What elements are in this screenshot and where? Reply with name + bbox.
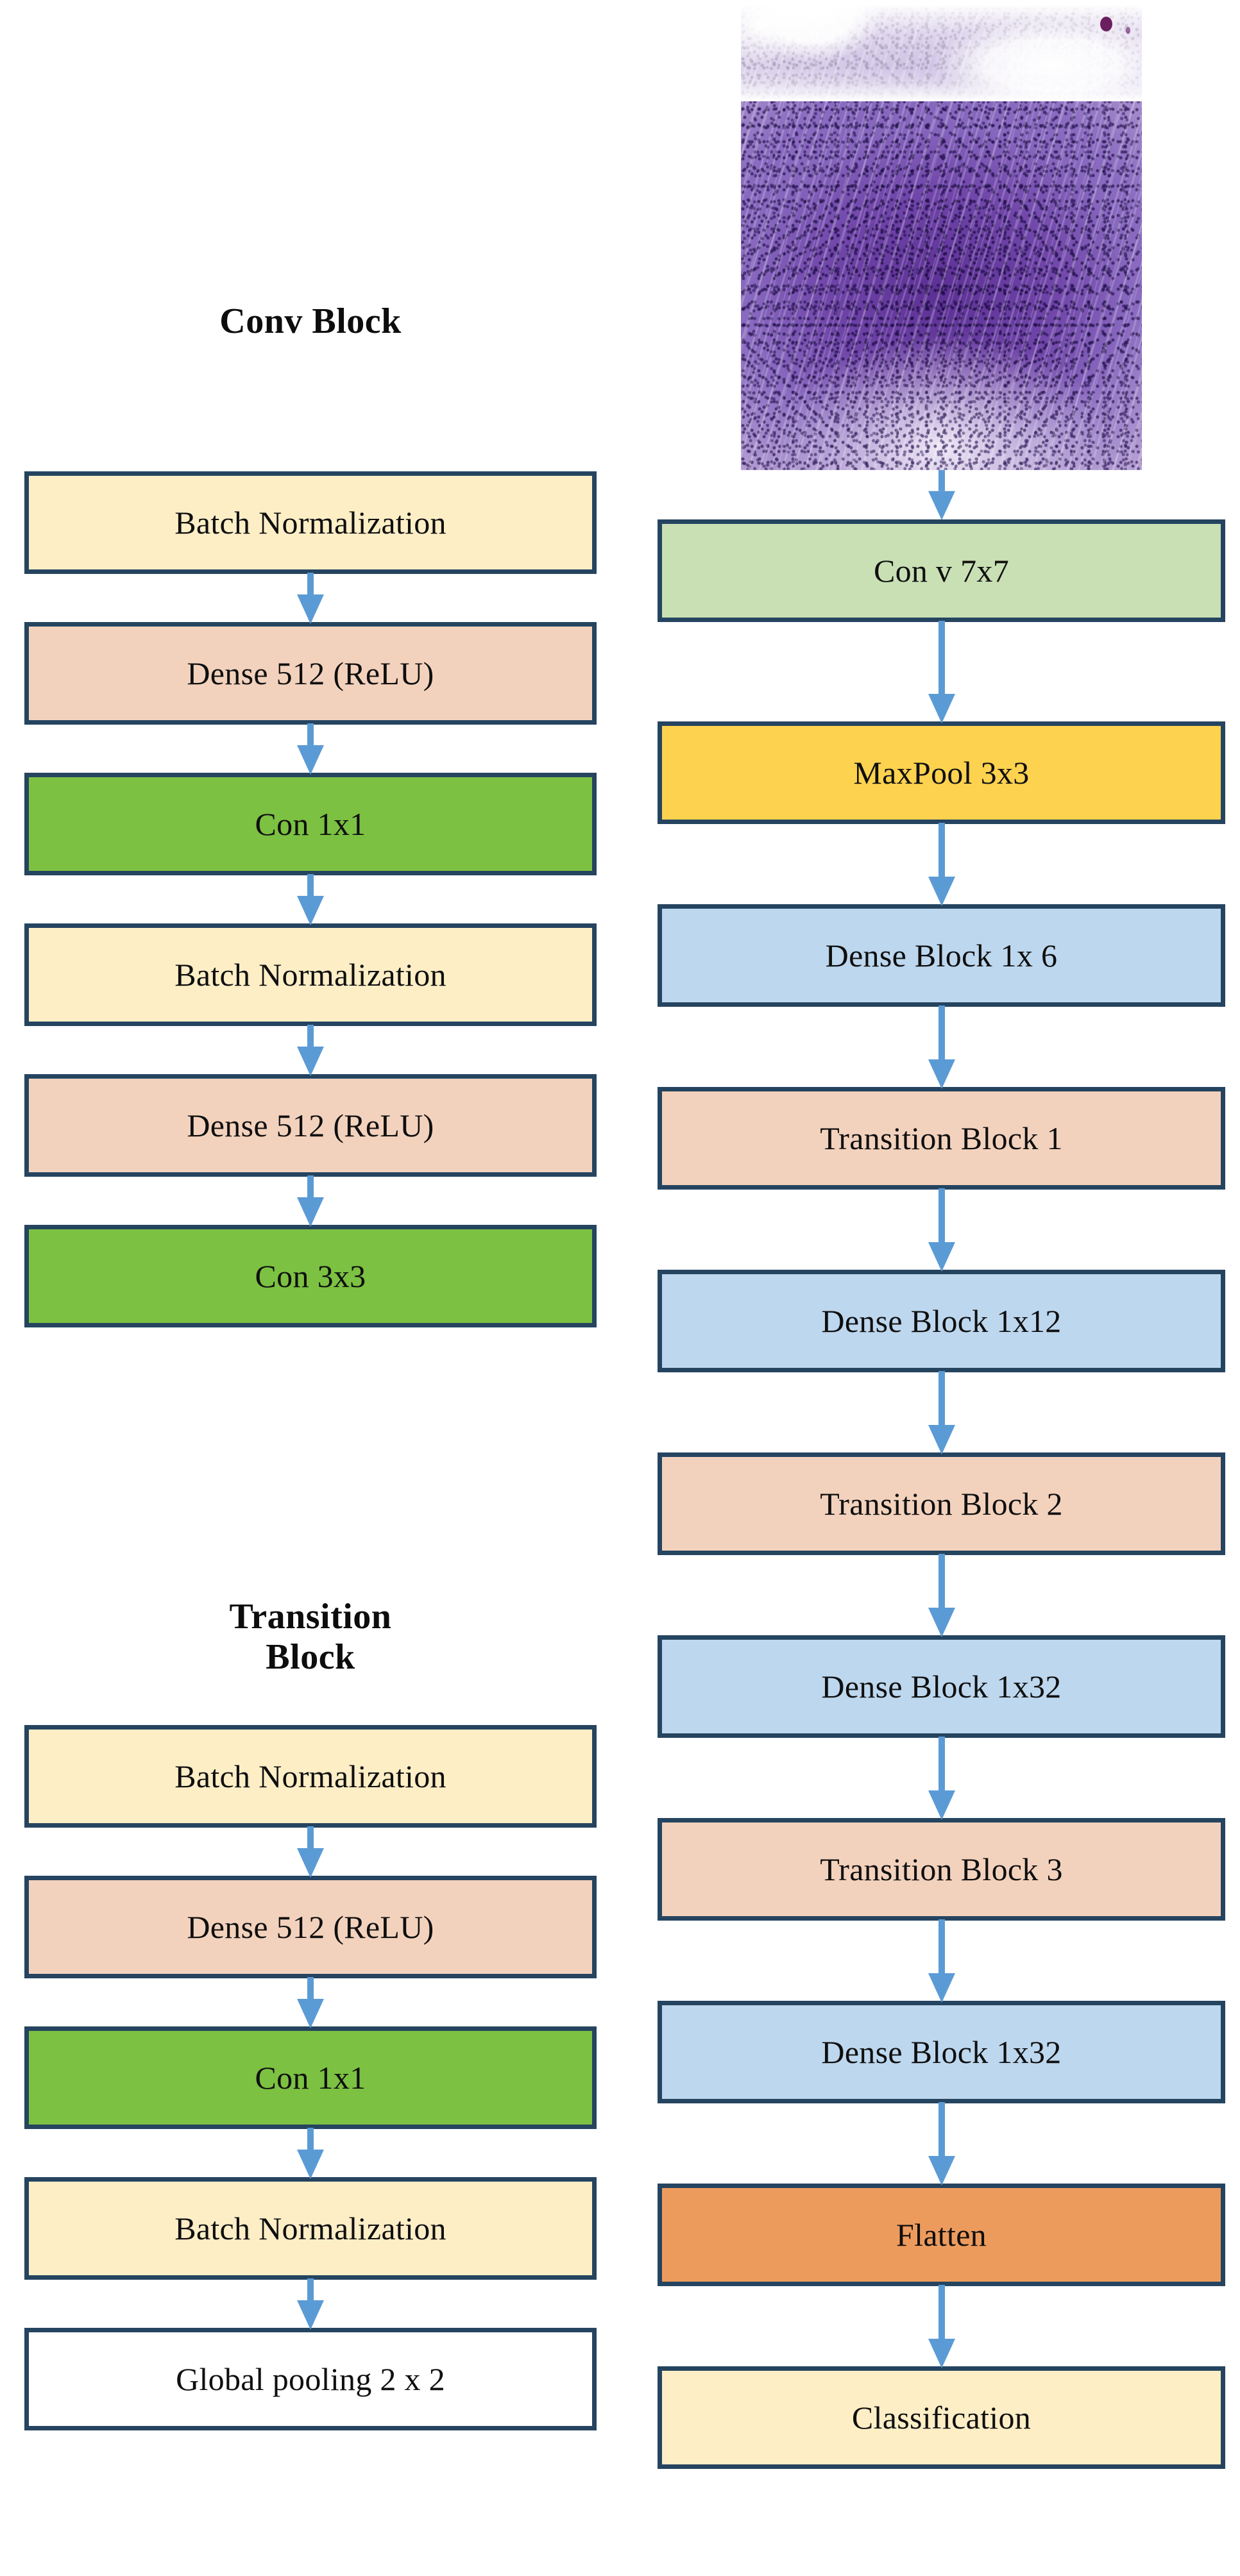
pipeline-box-flatten[interactable]: Flatten xyxy=(658,2184,1225,2286)
arrow-transition-2 xyxy=(296,1977,325,2028)
arrow-transition-3 xyxy=(296,2128,325,2179)
arrow-transition-4 xyxy=(296,2278,325,2330)
arrow-pipeline-7 xyxy=(927,1737,956,1820)
pipeline-box-dense-block-1x6[interactable]: Dense Block 1x 6 xyxy=(658,904,1225,1007)
conv-block-box-dense-512-relu-2[interactable]: Dense 512 (ReLU) xyxy=(24,1074,597,1177)
arrow-pipeline-3 xyxy=(927,1006,956,1089)
right-column: Con v 7x7 MaxPool 3x3 Dense Block 1x 6 T… xyxy=(658,0,1225,2576)
arrow-conv-2 xyxy=(296,723,325,775)
pipeline-box-transition-block-2[interactable]: Transition Block 2 xyxy=(658,1452,1225,1555)
histology-slide-image xyxy=(741,5,1142,470)
arrow-pipeline-9 xyxy=(927,2102,956,2185)
transition-title-line2: Block xyxy=(266,1637,355,1677)
histology-dark-artifact xyxy=(1100,17,1112,31)
arrow-conv-4 xyxy=(296,1025,325,1076)
transition-block-box-dense-512-relu[interactable]: Dense 512 (ReLU) xyxy=(24,1876,597,1978)
pipeline-box-classification[interactable]: Classification xyxy=(658,2366,1225,2469)
arrow-pipeline-2 xyxy=(927,823,956,906)
conv-block-title: Conv Block xyxy=(219,301,402,341)
arrow-conv-5 xyxy=(296,1175,325,1227)
transition-block-box-global-pooling[interactable]: Global pooling 2 x 2 xyxy=(24,2328,597,2430)
conv-block-box-dense-512-relu-1[interactable]: Dense 512 (ReLU) xyxy=(24,622,597,725)
pipeline-box-dense-block-1x12[interactable]: Dense Block 1x12 xyxy=(658,1270,1225,1372)
arrow-input-to-conv7x7 xyxy=(927,470,956,520)
arrow-pipeline-6 xyxy=(927,1554,956,1637)
transition-block-box-con-1x1[interactable]: Con 1x1 xyxy=(24,2026,597,2129)
arrow-conv-3 xyxy=(296,874,325,925)
arrow-conv-1 xyxy=(296,573,325,624)
transition-block-box-batch-normalization-2[interactable]: Batch Normalization xyxy=(24,2177,597,2280)
histology-bottom-margin xyxy=(741,5,1142,101)
transition-title-line1: Transition xyxy=(229,1597,392,1637)
pipeline-box-transition-block-1[interactable]: Transition Block 1 xyxy=(658,1087,1225,1190)
arrow-pipeline-10 xyxy=(927,2285,956,2368)
conv-block-box-con-1x1[interactable]: Con 1x1 xyxy=(24,773,597,875)
arrow-transition-1 xyxy=(296,1826,325,1878)
pipeline-box-maxpool-3x3[interactable]: MaxPool 3x3 xyxy=(658,721,1225,824)
pipeline-box-transition-block-3[interactable]: Transition Block 3 xyxy=(658,1818,1225,1921)
arrow-pipeline-1 xyxy=(927,621,956,723)
conv-block-box-con-3x3[interactable]: Con 3x3 xyxy=(24,1225,597,1327)
pipeline-box-dense-block-1x32-b[interactable]: Dense Block 1x32 xyxy=(658,2001,1225,2103)
conv-block-box-batch-normalization-2[interactable]: Batch Normalization xyxy=(24,923,597,1026)
transition-block-box-batch-normalization-1[interactable]: Batch Normalization xyxy=(24,1725,597,1828)
arrow-pipeline-8 xyxy=(927,1919,956,2003)
pipeline-box-dense-block-1x32-a[interactable]: Dense Block 1x32 xyxy=(658,1635,1225,1738)
pipeline-box-con-v-7x7[interactable]: Con v 7x7 xyxy=(658,519,1225,622)
arrow-pipeline-4 xyxy=(927,1188,956,1272)
conv-block-box-batch-normalization-1[interactable]: Batch Normalization xyxy=(24,471,597,574)
arrow-pipeline-5 xyxy=(927,1371,956,1454)
